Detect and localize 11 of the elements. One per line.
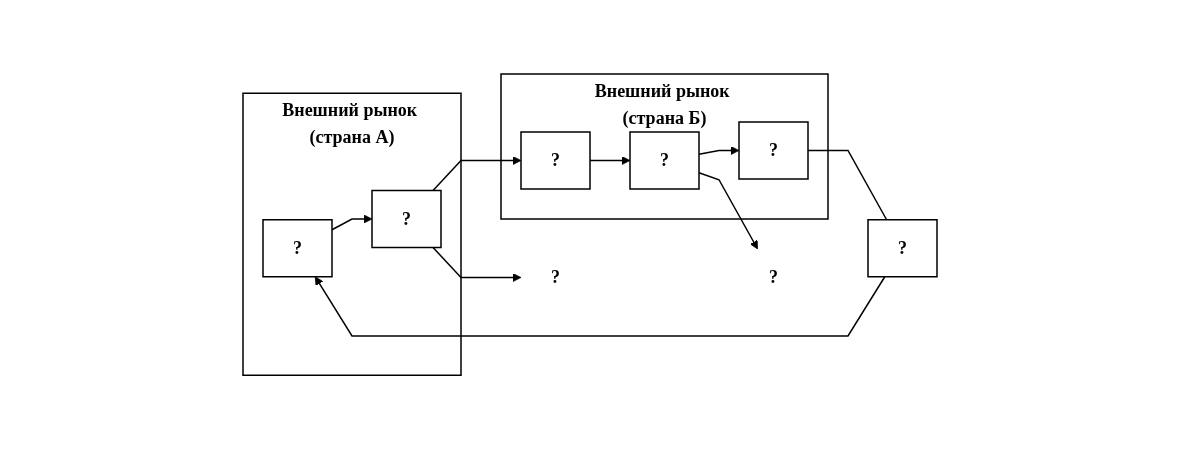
arrow — [314, 276, 886, 338]
node-box: ? — [262, 219, 333, 278]
node-box: ? — [867, 219, 938, 278]
node-text: ? — [551, 267, 560, 288]
node-text: ? — [769, 267, 778, 288]
node-box: ? — [520, 131, 591, 191]
arrow — [432, 156, 522, 192]
node-box: ? — [738, 121, 809, 181]
node-box: ? — [629, 131, 700, 191]
node-box: ? — [371, 190, 442, 249]
arrow — [432, 247, 522, 283]
